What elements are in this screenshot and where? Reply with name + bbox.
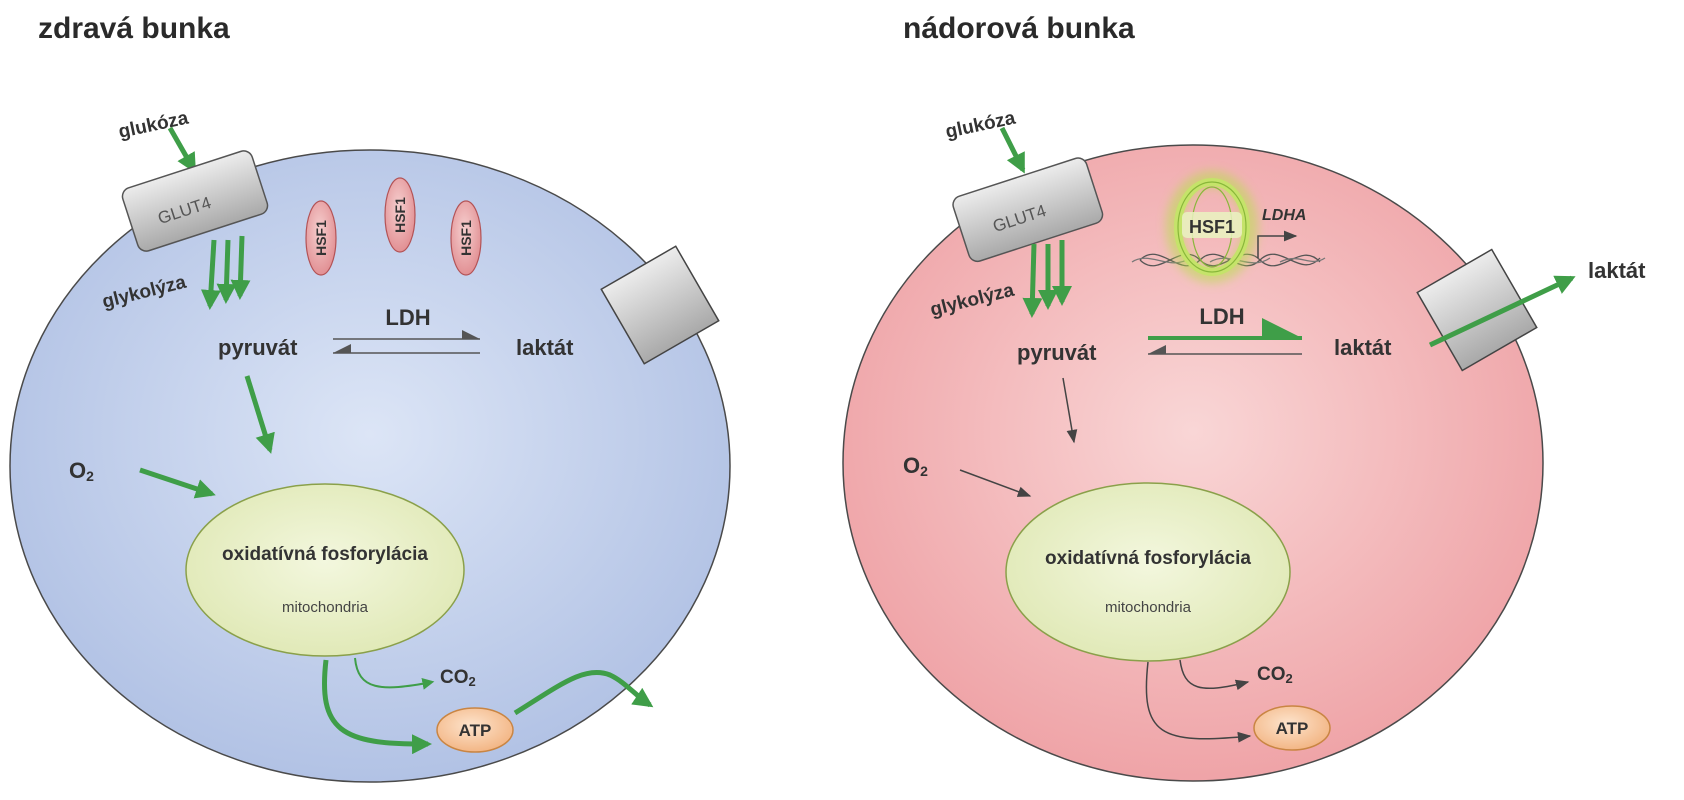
oxygen-label: O2: [69, 458, 94, 484]
mito-subtitle: mitochondria: [1105, 599, 1192, 616]
co2-label: CO2: [440, 667, 476, 689]
hsf1-label: HSF1: [313, 220, 329, 256]
ldh-label: LDH: [385, 305, 430, 330]
co2-arrow: [354, 657, 435, 690]
healthy-cell-membrane: [9, 149, 731, 783]
oxygen-arrow: [959, 469, 1032, 497]
lactate-label: laktát: [516, 335, 574, 360]
mito-title: oxidatívná fosforylácia: [1045, 548, 1251, 569]
tumor-cell-title: nádorová bunka: [903, 12, 1135, 45]
co2-arrow: [1179, 659, 1250, 691]
atp-production-arrow: [1145, 661, 1252, 743]
oxygen-arrow: [139, 467, 216, 499]
hsf1-label: HSF1: [392, 197, 408, 233]
hsf1-protein: HSF1: [384, 177, 416, 253]
atp-node: [436, 707, 514, 753]
lactate-out-label: laktát: [1588, 258, 1646, 283]
mito-title: oxidatívná fosforylácia: [222, 544, 428, 565]
oxygen-label: O2: [903, 453, 928, 479]
glucose-label: glukóza: [117, 108, 191, 143]
hsf1-label: HSF1: [1189, 217, 1235, 237]
hsf1-protein: HSF1: [305, 200, 337, 276]
pyruvate-to-mito-arrow: [244, 375, 275, 454]
healthy-cell-title: zdravá bunka: [38, 12, 230, 45]
glut4-transporter: [952, 157, 1104, 263]
hsf1-protein: HSF1: [450, 200, 482, 276]
glycolysis-arrow: [216, 239, 237, 304]
glycolysis-arrow: [230, 235, 251, 300]
lactate-export-arrow: [1428, 275, 1576, 348]
glucose-arrow: [167, 126, 197, 174]
co2-label: CO2: [1257, 664, 1293, 686]
pyruvate-label: pyruvát: [218, 335, 298, 360]
ldha-label: LDHA: [1262, 207, 1306, 224]
mitochondria: [185, 483, 465, 657]
lactate-transporter: [600, 245, 720, 365]
glut4-transporter: [121, 150, 269, 252]
atp-label: ATP: [1276, 719, 1309, 738]
glycolysis-arrow: [200, 239, 221, 310]
pyruvate-to-mito-arrow: [1062, 377, 1078, 444]
ldha-gene-arrow: [1257, 230, 1298, 258]
atp-label: ATP: [459, 721, 492, 740]
atp-production-arrow: [322, 659, 432, 755]
healthy-cell-panel: zdravá bunka glukóza GLUT4 glykolýza HSF…: [9, 12, 731, 783]
atp-output-arrow: [513, 669, 654, 716]
atp-node: [1253, 705, 1331, 751]
glucose-arrow: [999, 126, 1026, 174]
lactate-label: laktát: [1334, 335, 1392, 360]
mito-subtitle: mitochondria: [282, 599, 369, 616]
pyruvate-label: pyruvát: [1017, 340, 1097, 365]
lactate-transporter: [1416, 248, 1538, 372]
glycolysis-arrow: [1022, 243, 1043, 318]
hsf1-activated-protein: HSF1: [1166, 171, 1258, 283]
tumor-cell-membrane: [842, 144, 1544, 782]
hsf1-label: HSF1: [458, 220, 474, 256]
tumor-cell-panel: nádorová bunka glukóza GLUT4 glykolýza: [842, 12, 1646, 782]
ldh-label: LDH: [1199, 304, 1244, 329]
mitochondria: [1005, 482, 1291, 662]
